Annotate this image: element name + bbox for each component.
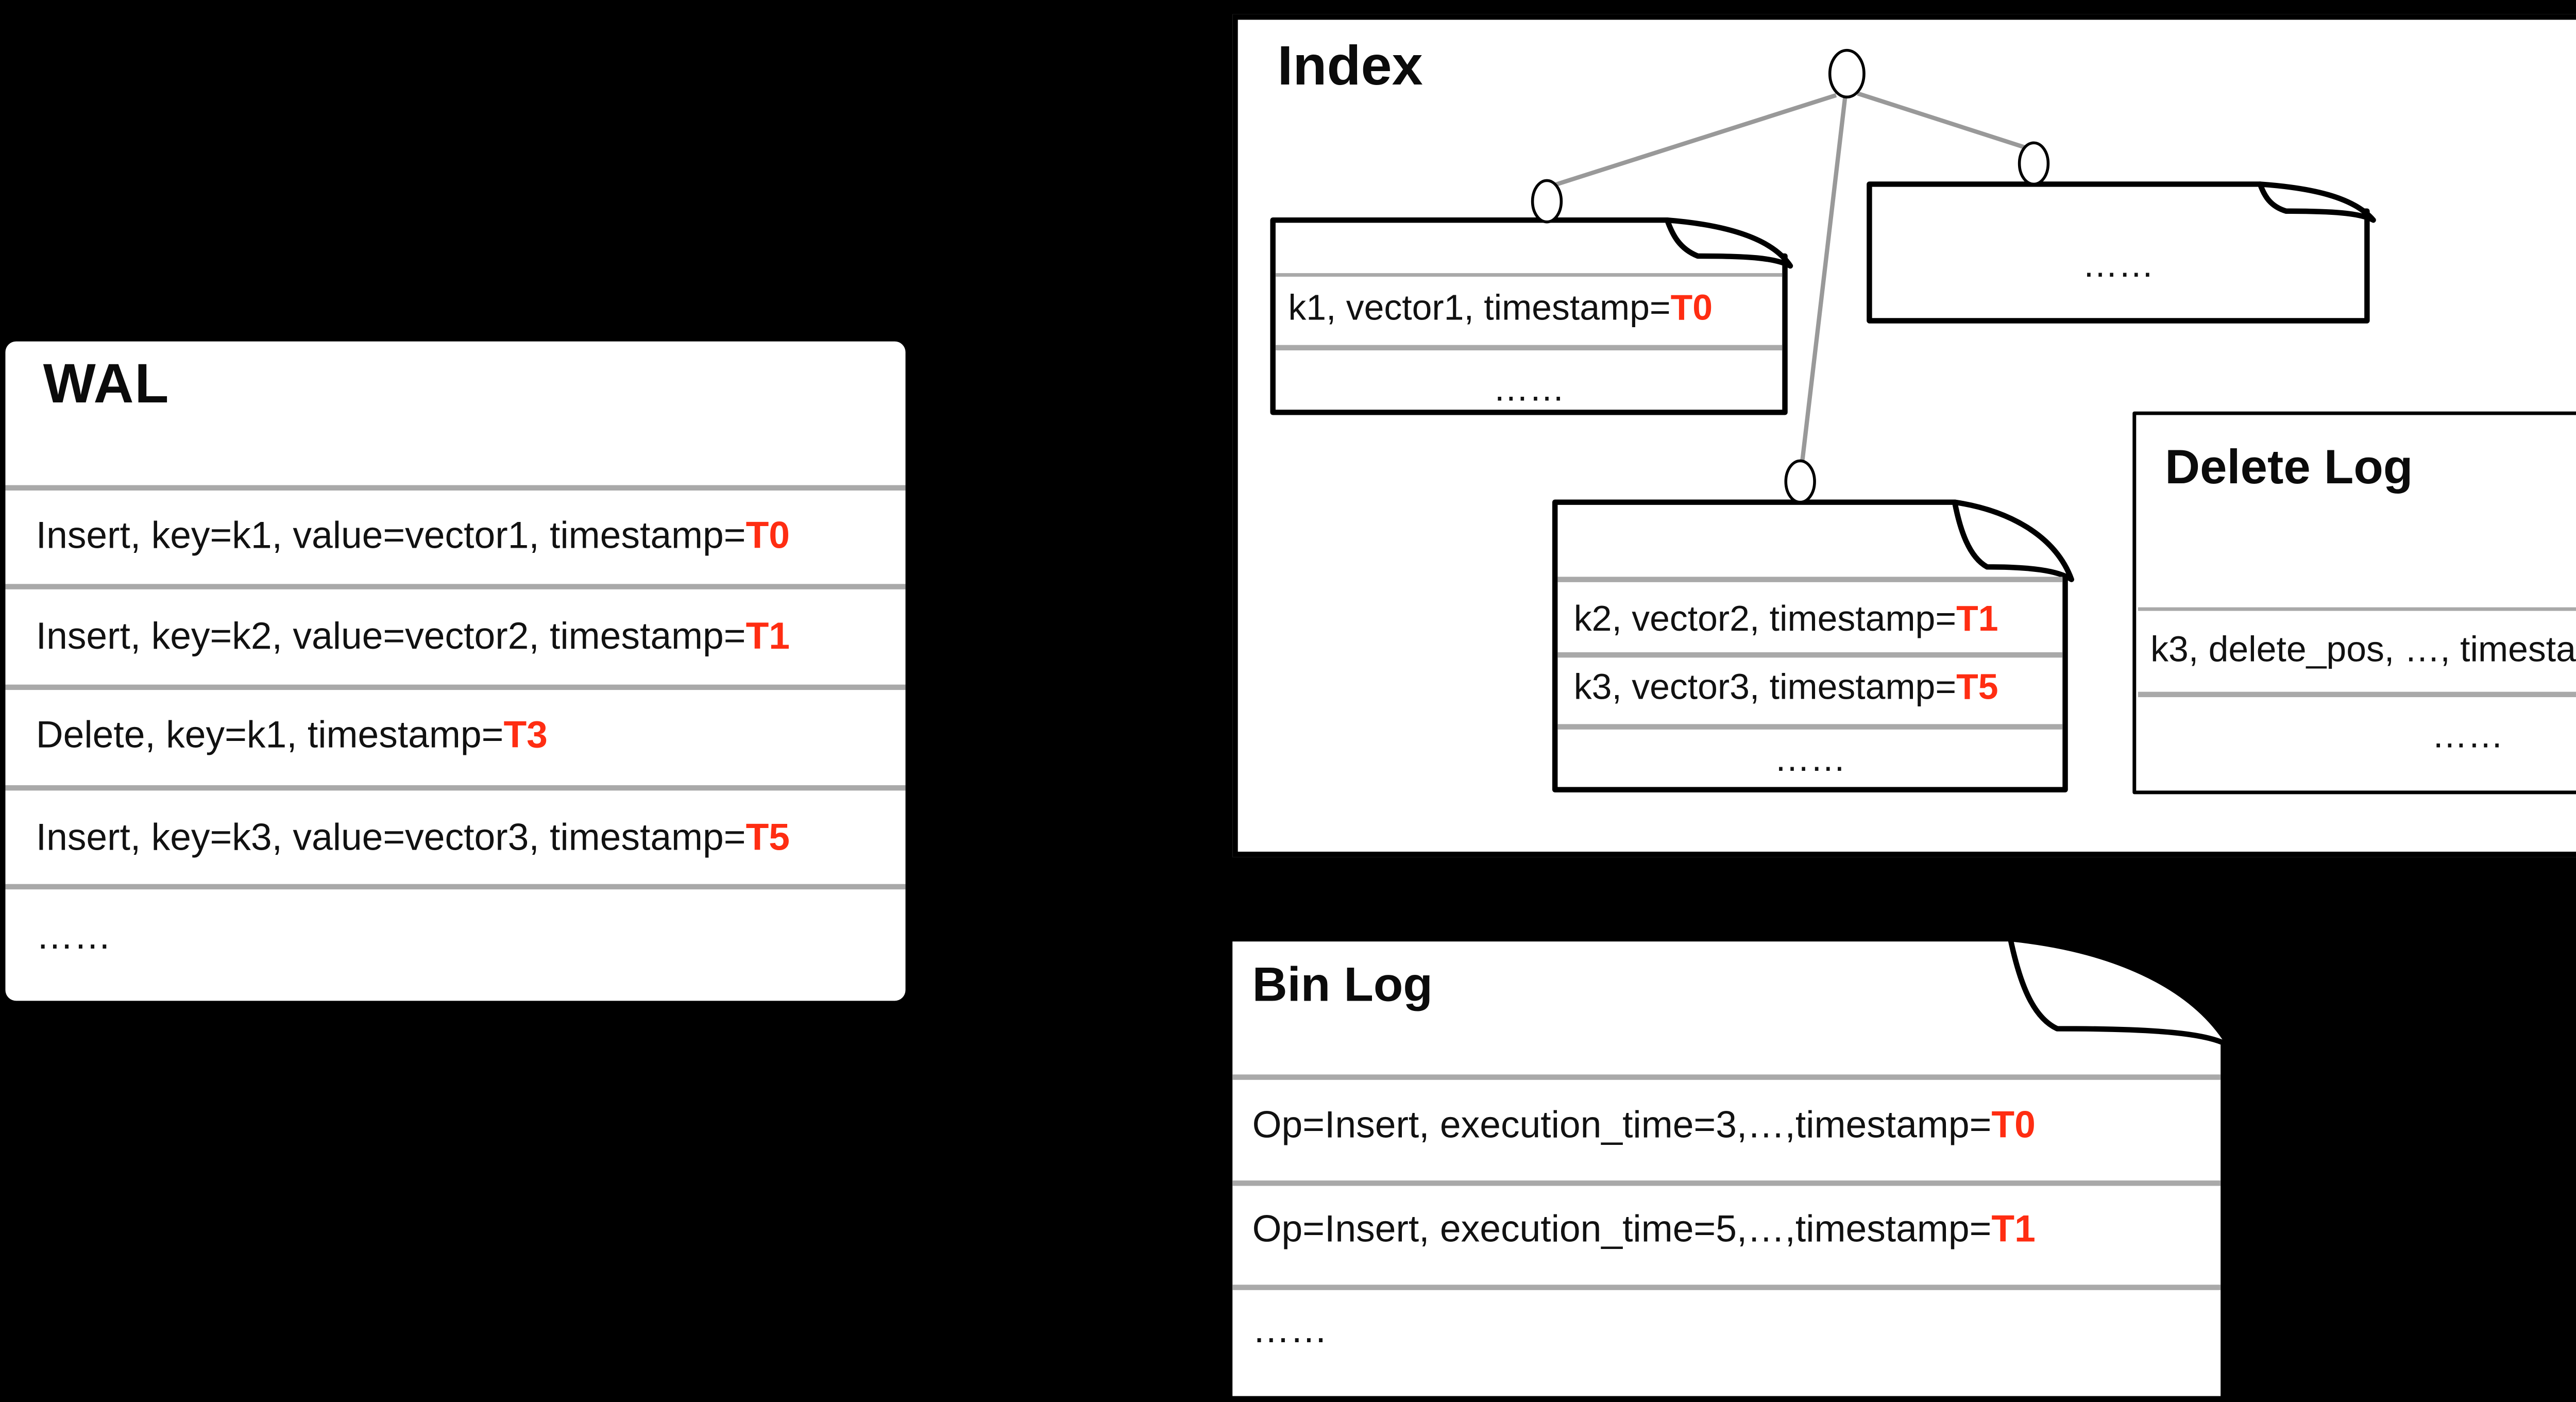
doc-row-text: …… — [1493, 370, 1565, 410]
doc-row: k1, vector1, timestamp=T0 — [1288, 286, 1713, 330]
timestamp-value: T1 — [1991, 1209, 2036, 1251]
doc-row-dots: …… — [1270, 368, 1787, 412]
doc-row-text: …… — [1252, 1310, 1328, 1352]
wal-separator — [5, 884, 906, 889]
wal-row-text: Insert, key=k1, value=vector1, timestamp… — [36, 515, 746, 556]
index-title: Index — [1277, 34, 1423, 97]
index-segment-doc-more: …… — [1867, 181, 2376, 324]
wal-separator — [5, 484, 906, 491]
bin-log-title: Bin Log — [1252, 956, 1433, 1011]
timestamp-value: T1 — [1956, 599, 1998, 639]
doc-row: k2, vector2, timestamp=T1 — [1574, 597, 1998, 640]
page-fold-outline — [1270, 217, 1793, 415]
wal-row: Insert, key=k2, value=vector2, timestamp… — [36, 615, 895, 662]
bin-log-doc: Bin Log Op=Insert, execution_time=3,…,ti… — [1227, 935, 2232, 1401]
doc-separator — [1275, 345, 1783, 350]
doc-row-dots: …… — [1552, 738, 2068, 782]
wal-separator — [5, 684, 906, 690]
page-fold-outline — [1227, 935, 2232, 1401]
wal-separator — [5, 584, 906, 590]
doc-separator — [1232, 1283, 2221, 1290]
index-segment-doc-k2-k3: k2, vector2, timestamp=T1 k3, vector3, t… — [1552, 499, 2074, 792]
doc-row-dots: …… — [1867, 244, 2369, 288]
wal-row-text: Insert, key=k2, value=vector2, timestamp… — [36, 616, 746, 658]
doc-row-text: Op=Insert, execution_time=3,…,timestamp= — [1252, 1105, 1992, 1146]
doc-row-dots: …… — [2132, 714, 2576, 757]
tree-edge — [1553, 93, 1837, 188]
doc-separator — [1557, 724, 2063, 729]
wal-row-text: …… — [36, 915, 112, 957]
tree-edge — [1800, 96, 1848, 464]
doc-row-text: k3, vector3, timestamp= — [1573, 668, 1957, 708]
doc-row: Op=Insert, execution_time=5,…,timestamp=… — [1252, 1207, 2036, 1254]
timestamp-value: T0 — [745, 515, 790, 556]
doc-separator — [2138, 691, 2576, 697]
doc-row: k3, delete_pos, …, timestamp=T3 — [2150, 629, 2576, 672]
delete-log-title: Delete Log — [2165, 440, 2413, 494]
wal-separator — [5, 784, 906, 790]
doc-separator — [1275, 272, 1783, 277]
tree-node — [1531, 179, 1563, 224]
tree-edge — [1857, 91, 2026, 149]
timestamp-value: T1 — [745, 616, 790, 658]
timestamp-value: T0 — [1991, 1105, 2036, 1146]
index-panel: Index k1, vector1, timestamp=T0 …… …… — [1232, 14, 2576, 857]
doc-row-text: k1, vector1, timestamp= — [1288, 288, 1671, 328]
page-fold-outline — [2132, 411, 2576, 795]
doc-row-text: …… — [2431, 716, 2504, 756]
doc-row: k3, vector3, timestamp=T5 — [1574, 667, 1998, 710]
wal-row: Insert, key=k1, value=vector1, timestamp… — [36, 513, 895, 560]
doc-row-text: …… — [1774, 740, 1846, 780]
doc-separator — [1557, 577, 2063, 582]
timestamp-value: T5 — [1956, 668, 1998, 708]
wal-title: WAL — [43, 352, 170, 415]
doc-row-text: k3, delete_pos, …, timestamp= — [2150, 631, 2576, 670]
doc-separator — [1557, 652, 2063, 657]
tree-node — [2018, 141, 2050, 186]
timestamp-value: T0 — [1670, 288, 1713, 328]
delete-log-doc: Delete Log k3, delete_pos, …, timestamp=… — [2132, 411, 2576, 795]
page-fold-outline — [1552, 499, 2074, 792]
tree-node — [1784, 459, 1816, 504]
doc-row-dots: …… — [1252, 1308, 1328, 1355]
timestamp-value: T3 — [503, 715, 548, 757]
wal-box: WAL Insert, key=k1, value=vector1, times… — [5, 341, 906, 1001]
wal-row-dots: …… — [36, 914, 895, 960]
index-segment-doc-k1: k1, vector1, timestamp=T0 …… — [1270, 217, 1793, 415]
timestamp-value: T5 — [745, 816, 790, 858]
doc-separator — [1232, 1179, 2221, 1185]
tree-root-node — [1828, 48, 1866, 99]
doc-row: Op=Insert, execution_time=3,…,timestamp=… — [1252, 1103, 2036, 1150]
doc-row-text: Op=Insert, execution_time=5,…,timestamp= — [1252, 1209, 1992, 1251]
page-fold-outline — [1867, 181, 2376, 324]
wal-row: Insert, key=k3, value=vector3, timestamp… — [36, 815, 895, 862]
wal-row-text: Insert, key=k3, value=vector3, timestamp… — [36, 816, 746, 858]
doc-separator — [2138, 606, 2576, 611]
doc-row-text: k2, vector2, timestamp= — [1573, 599, 1957, 639]
wal-row: Delete, key=k1, timestamp=T3 — [36, 713, 895, 760]
wal-row-text: Delete, key=k1, timestamp= — [36, 715, 504, 757]
doc-separator — [1232, 1073, 2221, 1079]
doc-row-text: …… — [2082, 246, 2155, 286]
